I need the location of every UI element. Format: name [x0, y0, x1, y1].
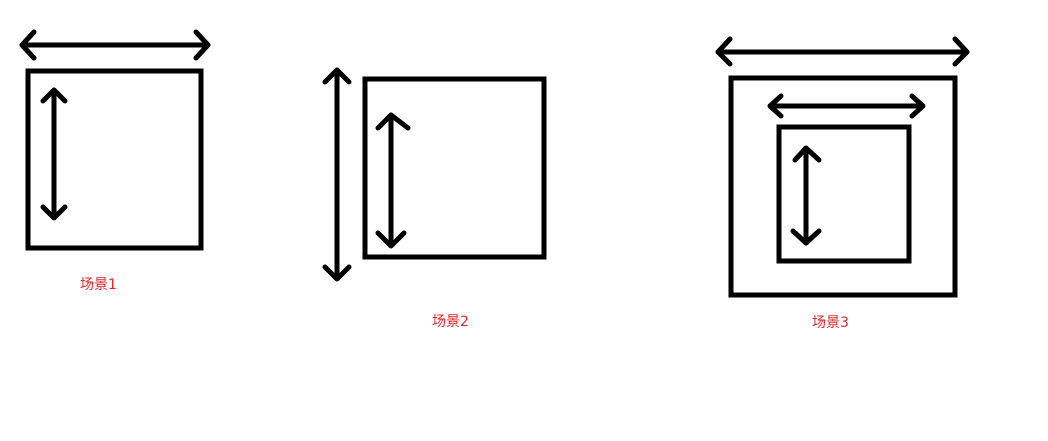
scene-1-caption: 场景1 — [80, 277, 117, 293]
scene-2: 场景2 — [322, 67, 547, 330]
scene-1-width-arrow — [19, 29, 211, 61]
scene-3-inner-width-arrow — [767, 93, 926, 119]
scene-1: 场景1 — [19, 29, 211, 293]
scene-3-inner-height-arrow — [790, 145, 822, 246]
scene-3-outer-box — [728, 75, 958, 298]
scene-1-height-arrow — [40, 87, 68, 221]
scene-2-outer-height-arrow — [322, 67, 352, 282]
scene-3-caption: 场景3 — [812, 315, 849, 331]
scene-3-inner-box — [776, 124, 912, 264]
scene-3: 场景3 — [715, 36, 970, 331]
scene-1-box — [25, 68, 204, 251]
scene-3-outer-width-arrow — [715, 36, 970, 67]
scene-2-caption: 场景2 — [432, 314, 469, 330]
scene-2-box — [362, 76, 547, 260]
scene-2-inner-height-arrow — [375, 112, 411, 249]
